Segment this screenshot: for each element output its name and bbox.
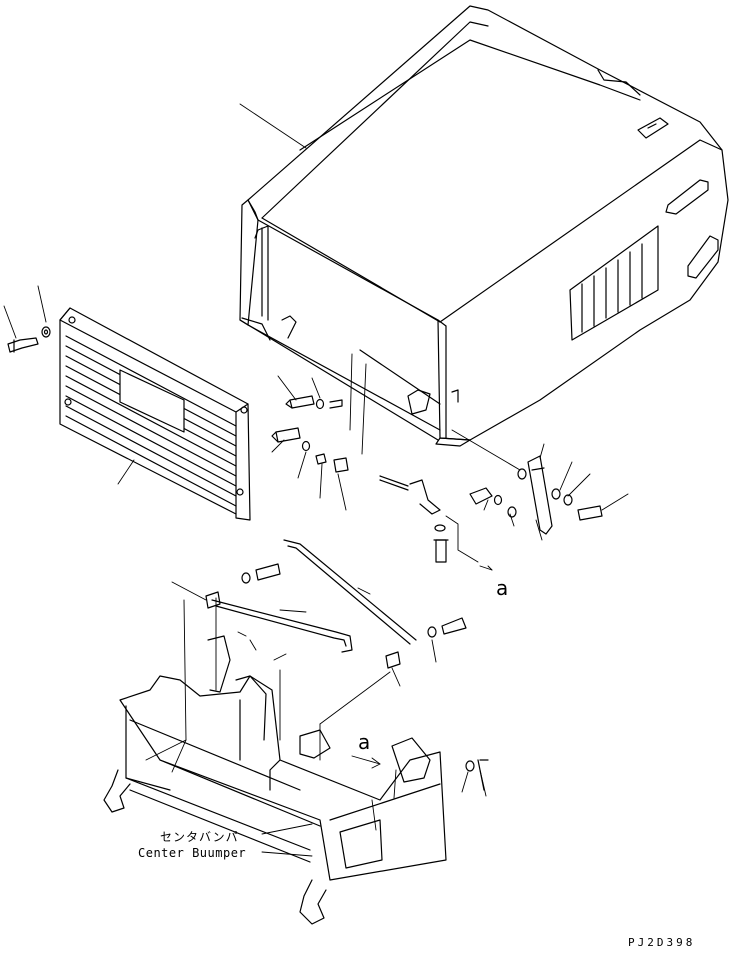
- stay-rod: [205, 539, 467, 669]
- part-caption-japanese: センタバンパ: [160, 830, 239, 844]
- leader-lines: [3, 103, 629, 857]
- part-caption-english: Center Buumper: [138, 846, 247, 860]
- center-bumper-frame: [103, 635, 489, 925]
- hood-latch-hardware: [271, 395, 603, 563]
- engine-hood: [239, 5, 729, 447]
- reference-mark-a-2: a: [358, 730, 371, 754]
- front-grille: [59, 307, 251, 521]
- drawing-code: PJ2D398: [628, 936, 696, 949]
- grille-bolt-set: [7, 326, 51, 353]
- reference-mark-a-1: a: [496, 576, 509, 600]
